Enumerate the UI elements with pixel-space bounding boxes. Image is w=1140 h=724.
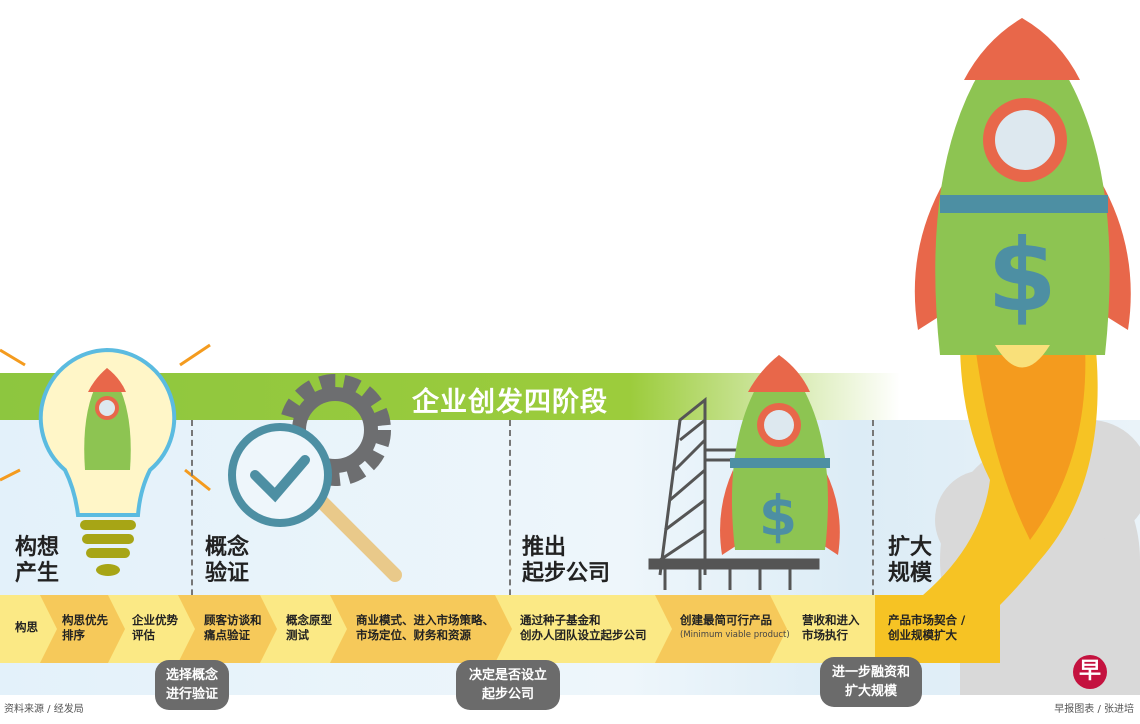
step-line: 市场执行 [802,628,848,642]
milestone-badge: 选择概念进行验证 [155,660,229,710]
step: 产品市场契合 /创业规模扩大 [888,613,965,643]
step-line: 构思优先 [62,613,108,627]
step: 通过种子基金和创办人团队设立起步公司 [520,613,647,643]
steps-band [0,595,1000,663]
stage-line: 起步公司 [522,561,611,586]
stage-3-heading: 推出起步公司 [522,535,610,587]
step: 构思优先排序 [62,613,108,643]
step: 概念原型测试 [286,613,332,643]
step-line: 营收和进入 [802,613,860,627]
milestone-line: 决定是否设立 [468,668,547,683]
step: 营收和进入市场执行 [802,613,860,643]
step-line: 创建最简可行产品 [680,613,772,627]
step-line: 痛点验证 [204,628,250,642]
stage-divider [191,420,193,695]
chevrons [40,595,1000,663]
launch-tower [648,396,820,590]
step-line: 产品市场契合 / [888,613,966,627]
zaobao-logo: 早 [1073,655,1107,689]
stage-line: 产生 [15,561,60,586]
step-line: 企业优势 [132,613,178,627]
step-line: 排序 [62,628,85,642]
step-line: 顾客访谈和 [204,613,262,627]
step: 创建最简可行产品 (Minimum viable product) [680,613,790,643]
step-line: 商业模式、进入市场策略、 [356,613,494,627]
credit-note: 早报图表 / 张进培 [1054,704,1134,715]
milestone-badge: 进一步融资和扩大规模 [820,657,922,707]
stage-line: 扩大 [888,535,933,560]
milestone-line: 进一步融资和 [831,665,910,680]
milestone-line: 选择概念 [165,668,218,683]
milestone-badge: 决定是否设立起步公司 [456,660,560,710]
stage-1-heading: 构想产生 [15,535,59,587]
small-rocket: $ [720,355,840,555]
lightbulb-icon [0,343,211,576]
step: 构思 [15,620,38,635]
stage-2-heading: 概念验证 [205,535,249,587]
step-line: 创业规模扩大 [888,628,957,642]
step-line: 市场定位、财务和资源 [356,628,471,642]
step-line: 测试 [286,628,309,642]
step-line: 通过种子基金和 [520,613,601,627]
stage-line: 验证 [205,561,250,586]
stage-line: 规模 [888,561,933,586]
step-line: (Minimum viable product) [680,630,790,640]
stage-line: 构想 [15,535,60,560]
step-line: 创办人团队设立起步公司 [520,628,647,642]
step: 商业模式、进入市场策略、市场定位、财务和资源 [356,613,494,643]
step-label: 构思 [15,620,38,634]
milestone-line: 起步公司 [481,687,534,702]
gear-magnifier-icon [228,374,402,582]
step-line: 评估 [132,628,155,642]
svg-text:$: $ [987,217,1057,334]
stage-divider [872,420,874,695]
stage-line: 概念 [205,535,250,560]
stage-4-heading: 扩大规模 [888,535,932,587]
step: 顾客访谈和痛点验证 [204,613,262,643]
step-line: 概念原型 [286,613,332,627]
milestone-line: 进行验证 [165,687,218,702]
milestone-line: 扩大规模 [844,684,897,699]
svg-text:$: $ [759,484,797,548]
source-note: 资料来源 / 经发局 [4,704,84,715]
step: 企业优势评估 [132,613,178,643]
big-rocket: $ [914,18,1131,368]
rocket-flame [890,340,1098,660]
stage-line: 推出 [522,535,567,560]
page-title: 企业创发四阶段 [412,387,608,418]
stage-divider [509,420,511,695]
